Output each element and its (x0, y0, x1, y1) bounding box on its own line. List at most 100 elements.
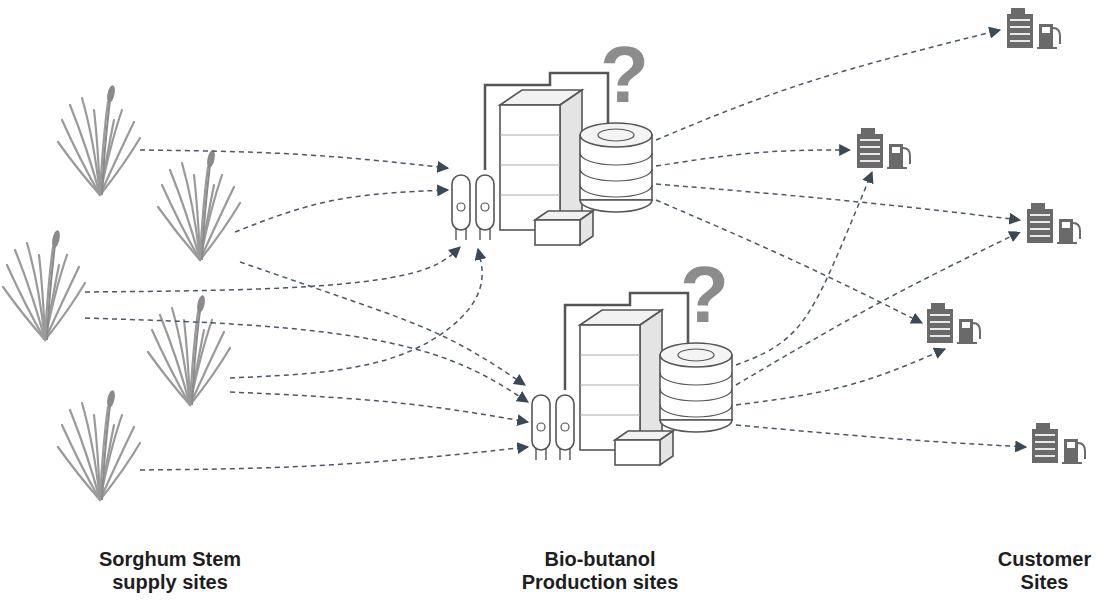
grass-blade (58, 142, 100, 195)
window-row (930, 335, 950, 337)
sorghum-icon (58, 389, 140, 500)
small-tank (532, 395, 550, 450)
window-row (1030, 214, 1050, 216)
fuel-pump (959, 319, 973, 343)
question-mark: ? (600, 35, 649, 115)
production-plant: ? (430, 35, 670, 250)
seed-head (206, 149, 217, 168)
tank-gauge (561, 423, 569, 431)
grass-blade (58, 447, 100, 500)
flow-arrow (736, 232, 1020, 385)
grass-blade (170, 170, 200, 260)
building-top (1031, 203, 1045, 210)
flow-arrow (230, 249, 482, 378)
pump-display (1067, 442, 1075, 448)
grass-blade (160, 315, 190, 405)
production-plant: ? (510, 255, 750, 470)
small-tank (476, 175, 494, 230)
grass-stem (202, 165, 210, 260)
flow-arrow (736, 172, 872, 365)
window-row (1035, 441, 1055, 443)
building (1027, 209, 1053, 243)
small-tank (452, 175, 470, 230)
shed-front (615, 440, 660, 465)
window-row (1010, 19, 1030, 21)
window-row (860, 160, 880, 162)
flow-arrow (736, 349, 945, 405)
pump-display (1062, 222, 1070, 228)
grass-stem (47, 245, 55, 340)
shed-side (580, 211, 593, 245)
window-row (930, 321, 950, 323)
tank-gauge (481, 203, 489, 211)
building (1032, 429, 1058, 463)
customer-icon (1007, 8, 1060, 48)
grass-blade (3, 287, 45, 340)
flow-arrow (656, 30, 1000, 140)
pump-display (892, 147, 900, 153)
grass-blade (184, 320, 190, 405)
building-line (500, 195, 560, 196)
pump-display (1042, 27, 1050, 33)
grass-blade (70, 410, 100, 500)
small-tank (556, 395, 574, 450)
grass-blade (148, 352, 190, 405)
window-row (1010, 40, 1030, 42)
flow-arrow (656, 150, 850, 166)
flow-arrow (140, 150, 448, 168)
grass-blade (158, 207, 200, 260)
customer-icon (927, 303, 980, 343)
flow-arrow (656, 184, 1020, 220)
seed-head (196, 294, 207, 313)
sorghum-icon (58, 84, 140, 195)
sorghum-icon (158, 149, 240, 260)
flow-arrow (85, 247, 460, 292)
pump-hose (1078, 443, 1085, 459)
column-caption: Bio-butanol Production sites (505, 548, 695, 594)
pump-hose (903, 148, 910, 164)
window-row (930, 328, 950, 330)
flow-arrow (235, 190, 448, 232)
tank-band (660, 373, 732, 385)
grass-stem (102, 100, 110, 195)
tank-band (580, 153, 652, 165)
grass-blade (94, 415, 100, 500)
window-row (1030, 221, 1050, 223)
tank-band (660, 389, 732, 401)
tank-dome (598, 129, 634, 141)
building-line (500, 165, 560, 166)
window-row (1030, 228, 1050, 230)
window-row (1030, 235, 1050, 237)
building-top (1011, 8, 1025, 15)
tank-gauge (537, 423, 545, 431)
grass-blade (82, 98, 100, 195)
flow-arrow (140, 447, 528, 470)
flow-arrow (736, 425, 1026, 447)
building-side (640, 310, 662, 450)
tank-gauge (457, 203, 465, 211)
grass-blade (172, 308, 190, 405)
building-line (580, 355, 640, 356)
building-line (500, 135, 560, 136)
pump-base (887, 167, 907, 169)
window-row (860, 153, 880, 155)
tank-dome (678, 349, 714, 361)
tank-band (580, 185, 652, 197)
building-top (931, 303, 945, 310)
flow-arrow (85, 318, 528, 402)
window-row (1010, 33, 1030, 35)
grass-stem (102, 405, 110, 500)
grass-blade (70, 105, 100, 195)
column-caption: Sorghum Stem supply sites (75, 548, 265, 594)
tank-top (660, 343, 732, 367)
window-row (860, 146, 880, 148)
seed-head (106, 84, 117, 103)
pump-base (1037, 47, 1057, 49)
pump-base (957, 342, 977, 344)
building-line (580, 385, 640, 386)
building (857, 134, 883, 168)
seed-head (51, 229, 62, 248)
pump-hose (1053, 28, 1060, 44)
fuel-pump (1059, 219, 1073, 243)
grass-blade (182, 163, 200, 260)
